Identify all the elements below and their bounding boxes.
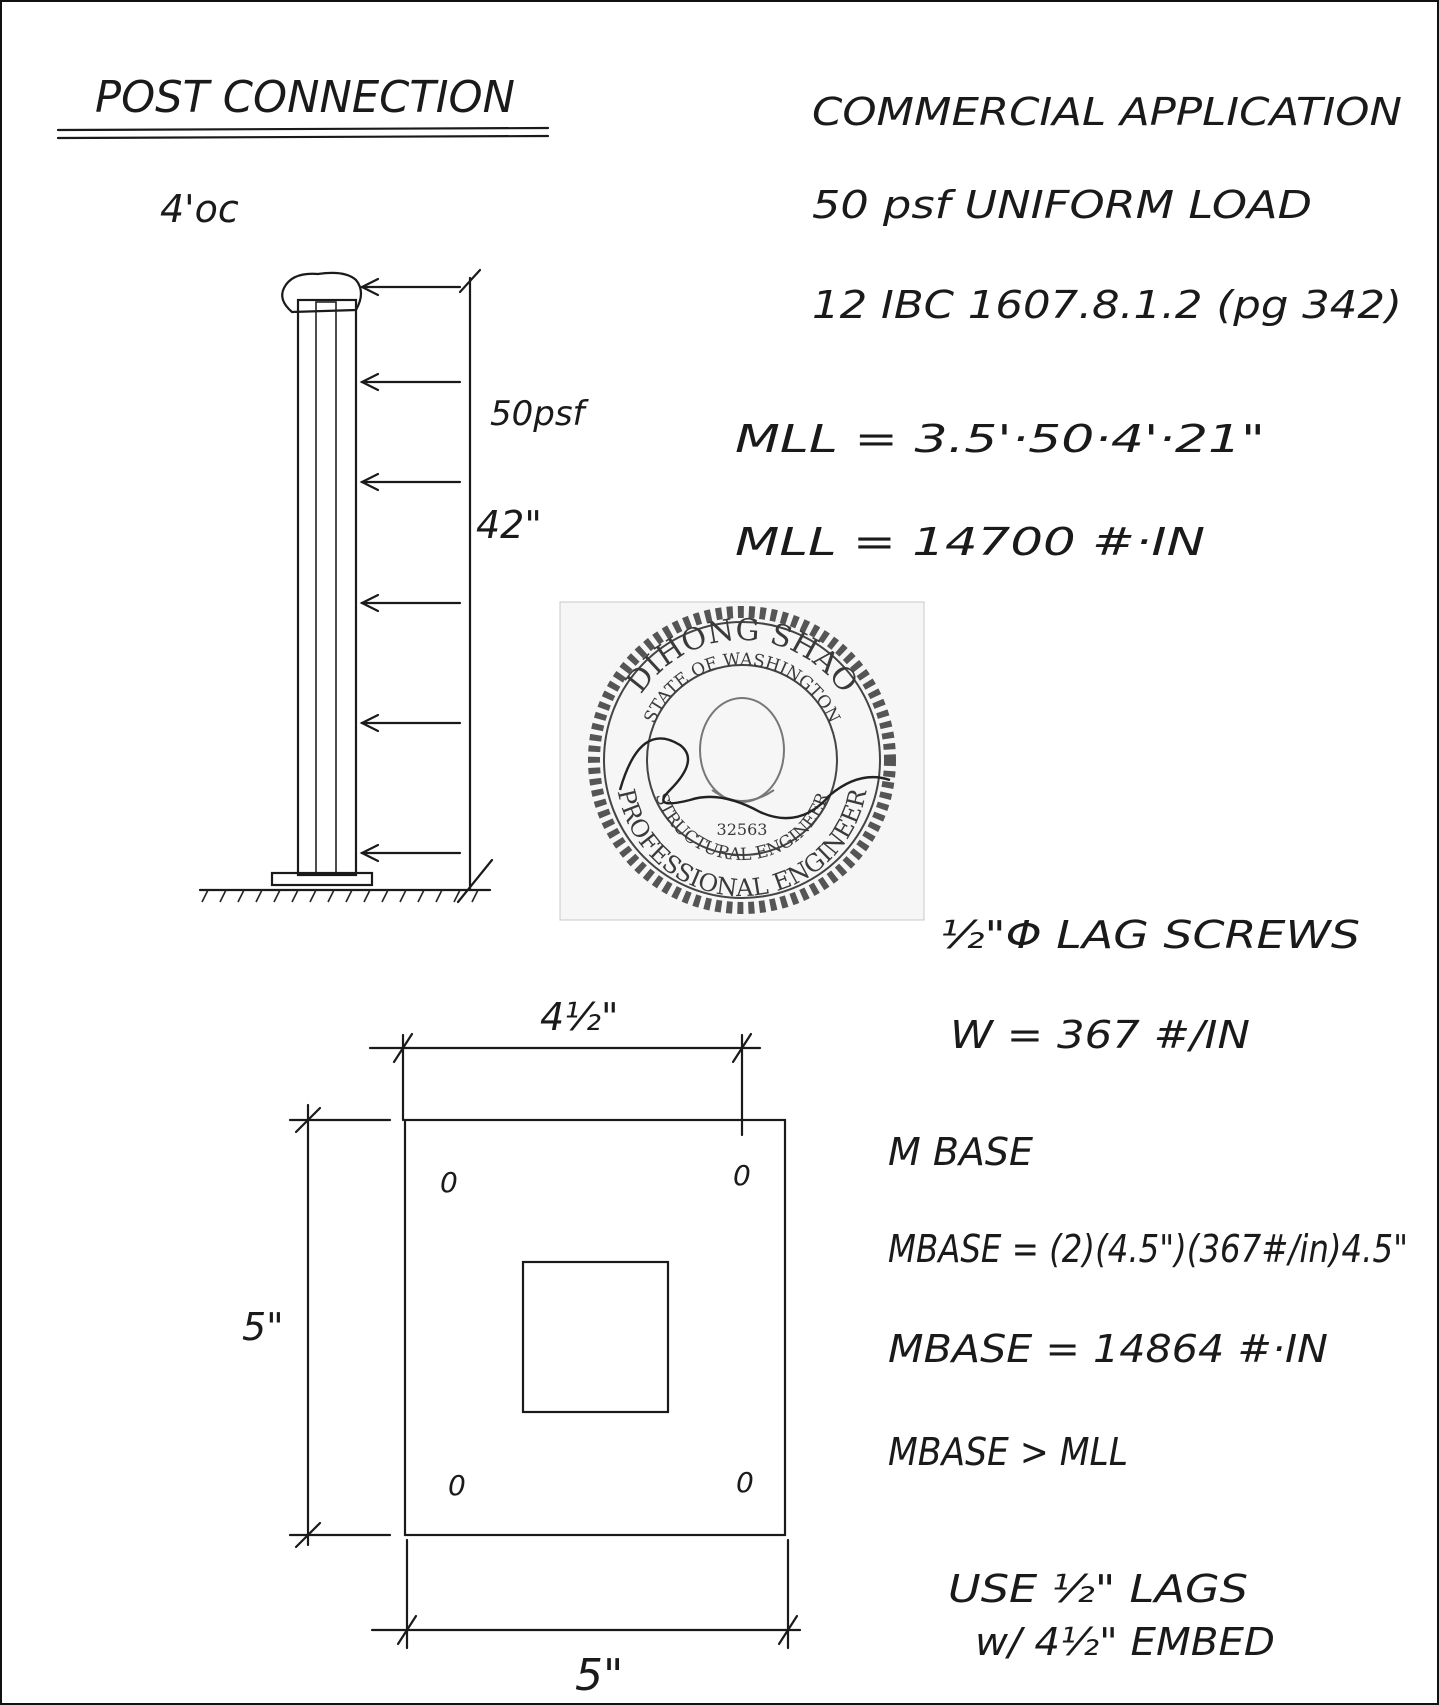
seal-signature <box>618 737 891 820</box>
header-load: 50 psf UNIFORM LOAD <box>812 183 1312 227</box>
seal-license: 32563 <box>717 820 768 839</box>
post-cap <box>281 271 363 314</box>
tick-top <box>458 268 482 294</box>
plate-dim-left: 5" <box>242 1305 284 1349</box>
hole-tl: 0 <box>440 1166 458 1199</box>
note-line2: w/ 4½" EMBED <box>975 1620 1275 1664</box>
post-outer <box>296 298 358 877</box>
moment-result: MLL = 14700 #·IN <box>735 520 1205 564</box>
lag-size: ½"Φ LAG SCREWS <box>940 913 1360 957</box>
base-plate-plan: 4½" 0 0 0 0 5" 5" <box>242 995 802 1701</box>
title-underline <box>56 126 550 132</box>
lag-capacity: W = 367 #/IN <box>950 1013 1250 1057</box>
base-check: MBASE > MLL <box>888 1430 1128 1474</box>
hole-tr: 0 <box>733 1159 751 1192</box>
base-plate-elevation <box>270 871 374 887</box>
load-label: 50psf <box>490 394 590 434</box>
plate-dim-bottom: 5" <box>575 1650 623 1701</box>
engineer-seal: DIHONG SHAO STATE OF WASHINGTON STRUCTUR… <box>559 601 925 921</box>
header-code-ref: 12 IBC 1607.8.1.2 (pg 342) <box>812 283 1402 327</box>
hole-br: 0 <box>736 1466 754 1499</box>
post-footprint <box>521 1260 670 1414</box>
plate-dim-top: 4½" <box>540 995 619 1039</box>
page-title: POST CONNECTION <box>95 72 515 123</box>
base-heading: M BASE <box>888 1130 1033 1174</box>
post-inner <box>315 301 337 874</box>
spacing-label: 4'oc <box>160 187 239 231</box>
ground-hatch <box>201 889 479 903</box>
title-underline-2 <box>56 134 550 140</box>
load-arrows <box>359 277 462 863</box>
note-line1: USE ½" LAGS <box>948 1567 1248 1611</box>
base-formula: MBASE = (2)(4.5")(367#/in)4.5" <box>888 1227 1408 1271</box>
post-elevation: 50psf 42" <box>198 268 590 904</box>
plate-outline <box>403 1118 787 1537</box>
base-result: MBASE = 14864 #·IN <box>888 1327 1328 1371</box>
hole-bl: 0 <box>448 1469 466 1502</box>
tick-bottom <box>456 858 494 904</box>
height-label: 42" <box>476 503 542 547</box>
header-application: COMMERCIAL APPLICATION <box>812 90 1402 134</box>
moment-formula: MLL = 3.5'·50·4'·21" <box>735 417 1265 461</box>
